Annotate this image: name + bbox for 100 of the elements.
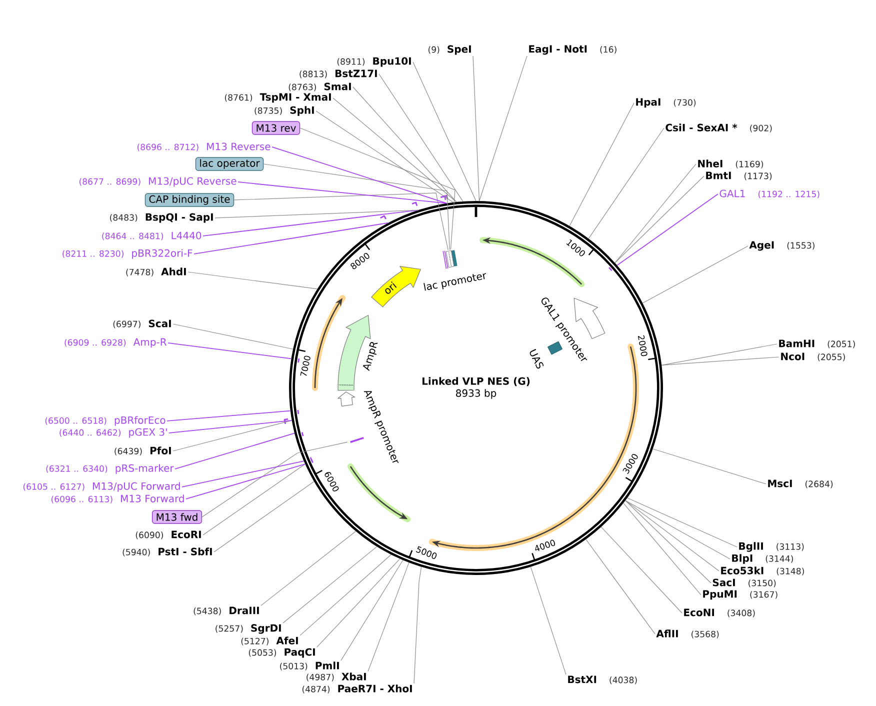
site-label: (9) SpeI xyxy=(428,45,471,55)
leader-line xyxy=(300,128,456,250)
leader-line xyxy=(182,460,304,488)
leader-line xyxy=(316,110,454,203)
site-label: BlpI (3144) xyxy=(732,554,793,564)
primer-site-mark xyxy=(350,436,364,443)
scale-number: 4000 xyxy=(535,540,555,552)
leader-line xyxy=(272,146,448,204)
site-label: (5438) DraIII xyxy=(194,606,259,616)
site-label: (6090) EcoRI xyxy=(136,530,201,540)
leader-line xyxy=(214,210,419,218)
leader-line xyxy=(600,526,682,614)
site-label: (8483) BspQI - SapI xyxy=(110,213,213,223)
site-label: (5940) PstI - SbfI xyxy=(122,548,212,556)
scale-number: 5000 xyxy=(416,546,437,559)
site-label: (6997) ScaI xyxy=(113,320,171,328)
leader-line xyxy=(168,420,292,434)
leader-line xyxy=(260,530,356,606)
scale-number: 7000 xyxy=(300,356,310,376)
leader-line xyxy=(412,62,476,202)
leader-line xyxy=(623,502,702,596)
primer-label: (6321 .. 6340) pRS-marker xyxy=(46,464,174,474)
leader-line xyxy=(172,324,294,350)
site-label: BmtI (1173) xyxy=(706,172,772,180)
leader-line xyxy=(625,500,720,572)
node-label: UAS xyxy=(530,348,544,369)
site-label: (8763) SmaI xyxy=(288,82,351,92)
leader-line xyxy=(661,356,780,366)
leader-line xyxy=(316,558,400,648)
leader-line xyxy=(238,182,448,204)
leader-line xyxy=(661,344,778,366)
feature-block: UAS xyxy=(530,341,563,369)
site-label: (4874) PaeR7I - XhoI xyxy=(302,684,412,694)
primer-label: (6500 .. 6518) pBRforEco xyxy=(45,416,166,426)
leader-line xyxy=(202,442,348,518)
node-label: lac promoter xyxy=(424,273,486,291)
leader-line xyxy=(625,500,712,584)
site-label: Eco53kI (3148) xyxy=(721,566,804,576)
site-label: BglII (3113) xyxy=(739,542,804,552)
site-label: CsiI - SexAI * (902) xyxy=(666,124,772,132)
site-label: BamHI (2051) xyxy=(779,340,855,348)
leader-line xyxy=(188,272,318,290)
site-label: NcoI (2055) xyxy=(781,352,845,362)
primer-label: (6105 .. 6127) M13/pUC Forward xyxy=(23,482,180,492)
leader-line xyxy=(588,128,664,239)
primer-label: (6909 .. 6928) Amp-R xyxy=(64,338,167,348)
leader-line xyxy=(478,56,528,202)
scale-number: 2000 xyxy=(638,335,648,356)
leader-line xyxy=(300,554,392,636)
primer-label: (8464 .. 8481) L4440 xyxy=(102,232,202,240)
site-label: HpaI (730) xyxy=(636,98,696,108)
leader-line xyxy=(616,194,718,266)
leader-line xyxy=(282,546,378,624)
leader-line xyxy=(625,500,730,560)
feature-tag: M13 rev xyxy=(252,121,300,135)
leader-line xyxy=(172,420,292,452)
leader-line xyxy=(569,102,634,226)
site-label: (5257) SgrDI xyxy=(216,624,281,634)
leader-line xyxy=(352,86,457,202)
site-label: NheI (1169) xyxy=(698,160,764,168)
site-label: (5053) PaqCI xyxy=(248,648,315,658)
promoter-glyph: lac promoter xyxy=(424,250,486,291)
feature-tag: lac operator xyxy=(195,157,264,171)
primer-label: (8696 .. 8712) M13 Reverse xyxy=(137,142,270,152)
leader-line xyxy=(340,560,404,661)
site-label: (8911) Bpu10I xyxy=(337,57,411,67)
site-label: (8761) TspMI - XmaI xyxy=(224,93,331,103)
leader-line xyxy=(263,164,450,250)
leader-line xyxy=(166,410,291,422)
leader-line xyxy=(174,432,295,470)
primer-label: (6440 .. 6462) pGEX 3' xyxy=(60,428,167,438)
gene-feature: AmpR xyxy=(338,314,378,391)
leader-line xyxy=(186,464,306,500)
primer-label: (8211 .. 8230) pBR322ori-F xyxy=(62,249,192,259)
site-label: (8735) SphI xyxy=(254,106,314,116)
site-label: EagI - NotI (16) xyxy=(529,45,616,55)
leader-line xyxy=(234,192,448,250)
leader-line xyxy=(202,210,419,236)
site-label: (5127) AfeI xyxy=(241,636,298,646)
leader-line xyxy=(214,481,314,552)
leader-line xyxy=(368,562,410,672)
leader-line xyxy=(168,342,292,360)
site-label: (4987) XbaI xyxy=(306,672,366,682)
feature-tag: CAP binding site xyxy=(144,193,234,207)
site-label: AflII (3568) xyxy=(656,630,719,638)
leader-line xyxy=(202,464,306,536)
site-label: (5013) PmlI xyxy=(280,662,339,670)
site-label: EcoNI (3408) xyxy=(684,608,755,618)
leader-line xyxy=(194,222,389,254)
leader-line xyxy=(472,56,480,202)
leader-line xyxy=(378,74,464,202)
leader-line xyxy=(642,246,748,304)
site-label: (8813) BstZ17I xyxy=(300,70,377,78)
leader-line xyxy=(614,164,696,264)
leader-line xyxy=(614,176,704,264)
site-label: SacI (3150) xyxy=(712,578,776,588)
site-label: MscI (2684) xyxy=(768,480,833,488)
leader-line xyxy=(627,498,738,548)
leader-line xyxy=(652,448,766,484)
leader-line xyxy=(530,566,566,675)
